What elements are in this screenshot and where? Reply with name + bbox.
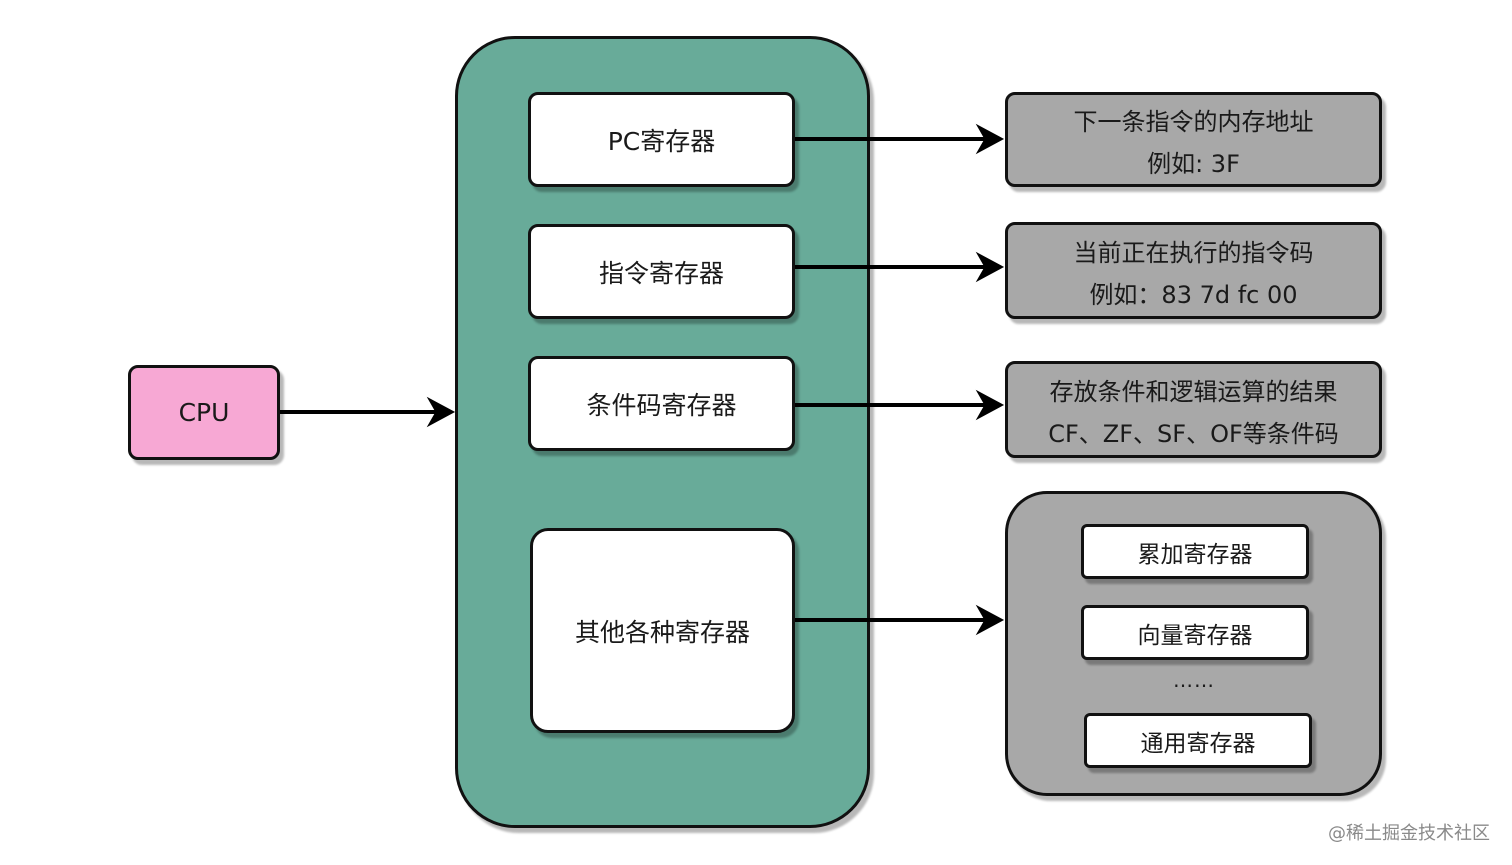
instruction-note-line1: 当前正在执行的指令码 bbox=[1073, 238, 1314, 267]
arrow-instruction-to-note bbox=[795, 251, 1005, 283]
watermark: @稀土掘金技术社区 bbox=[1328, 823, 1490, 844]
condition-code-register-label: 条件码寄存器 bbox=[586, 390, 737, 420]
arrow-condition-to-note bbox=[795, 389, 1005, 421]
cpu-box: CPU bbox=[128, 365, 280, 460]
condition-note-box: 存放条件和逻辑运算的结果 CF、ZF、SF、OF等条件码 bbox=[1005, 361, 1382, 458]
condition-code-register-box: 条件码寄存器 bbox=[528, 356, 795, 451]
vector-register-box: 向量寄存器 bbox=[1081, 605, 1309, 660]
instruction-register-label: 指令寄存器 bbox=[598, 258, 724, 288]
accumulator-register-box: 累加寄存器 bbox=[1081, 524, 1309, 579]
other-registers-box: 其他各种寄存器 bbox=[530, 528, 795, 733]
cpu-label: CPU bbox=[178, 398, 230, 427]
pc-register-label: PC寄存器 bbox=[607, 126, 716, 156]
other-registers-label: 其他各种寄存器 bbox=[574, 617, 750, 647]
condition-note-line1: 存放条件和逻辑运算的结果 bbox=[1049, 377, 1338, 406]
condition-note-line2: CF、ZF、SF、OF等条件码 bbox=[1048, 420, 1339, 449]
pc-note-line1: 下一条指令的内存地址 bbox=[1073, 108, 1314, 137]
arrow-cpu-to-register-file bbox=[280, 396, 456, 428]
pc-note-box: 下一条指令的内存地址 例如: 3F bbox=[1005, 92, 1382, 187]
instruction-register-box: 指令寄存器 bbox=[528, 224, 795, 319]
ellipsis-text: …… bbox=[1173, 668, 1215, 692]
instruction-note-line2: 例如：83 7d fc 00 bbox=[1089, 281, 1298, 310]
vector-register-label: 向量寄存器 bbox=[1137, 622, 1253, 649]
arrow-other-to-group bbox=[795, 604, 1005, 636]
arrow-pc-to-note bbox=[795, 123, 1005, 155]
pc-note-line2: 例如: 3F bbox=[1147, 149, 1240, 178]
general-register-label: 通用寄存器 bbox=[1140, 730, 1256, 757]
accumulator-register-label: 累加寄存器 bbox=[1137, 541, 1253, 568]
pc-register-box: PC寄存器 bbox=[528, 92, 795, 187]
general-register-box: 通用寄存器 bbox=[1084, 713, 1312, 768]
instruction-note-box: 当前正在执行的指令码 例如：83 7d fc 00 bbox=[1005, 222, 1382, 319]
